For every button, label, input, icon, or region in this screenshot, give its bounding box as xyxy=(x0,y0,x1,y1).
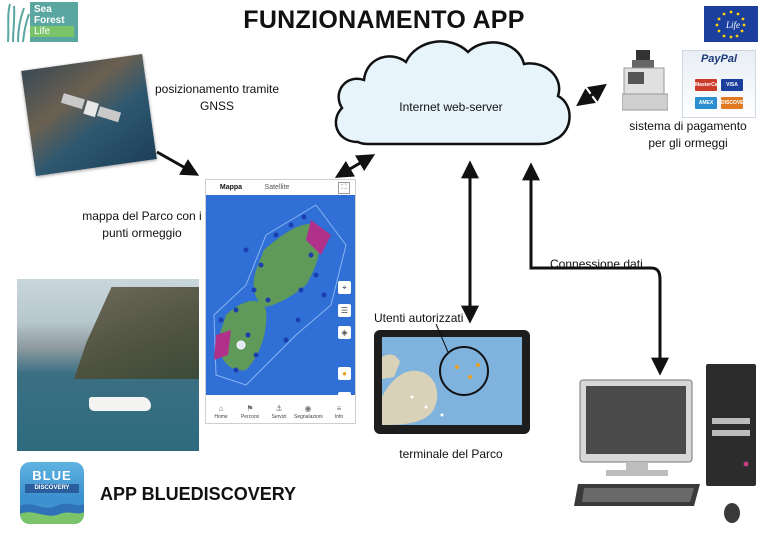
grass-icon xyxy=(4,2,30,42)
route-icon: ⚑ xyxy=(236,404,264,414)
nav-segnalazioni-label: Segnalazioni xyxy=(294,414,323,420)
locate-icon[interactable]: ⌖ xyxy=(338,281,351,294)
paypal-logo: PayPal xyxy=(683,53,755,65)
list-icon[interactable]: ☰ xyxy=(338,304,351,317)
bottom-nav: ⌂Home ⚑Percorsi ⚓Servizi ◉Segnalazioni ≡… xyxy=(206,395,355,423)
home-icon: ⌂ xyxy=(207,404,235,414)
map-sea: ⌖ ☰ ◈ ● + xyxy=(206,195,355,395)
nav-servizi[interactable]: ⚓Servizi xyxy=(265,404,293,420)
eu-life-logo: Life xyxy=(704,6,758,42)
gnss-label: posizionamento tramite GNSS xyxy=(150,81,284,115)
utenti-label: Utenti autorizzati xyxy=(374,310,494,327)
nav-percorsi-label: Percorsi xyxy=(241,414,259,420)
mastercard-icon: MasterCard xyxy=(695,79,717,91)
menu-icon: ≡ xyxy=(325,404,353,414)
camera-icon: ◉ xyxy=(294,404,322,414)
cloud-icon xyxy=(328,32,576,150)
visa-icon: VISA xyxy=(721,79,743,91)
logo-line3: Life xyxy=(30,26,74,37)
cliff-shape xyxy=(74,287,199,379)
park-map xyxy=(206,195,355,395)
connessione-label: Connessione dati xyxy=(550,256,670,273)
paypal-badge: PayPal MasterCard VISA AMEX DISCOVER xyxy=(682,50,756,118)
nav-info[interactable]: ≡Info xyxy=(325,404,353,420)
bluediscovery-app-icon: BLUE DISCOVERY xyxy=(20,462,84,524)
cash-register-icon xyxy=(622,50,668,112)
lake-boat-photo xyxy=(17,279,199,451)
map-description-label: mappa del Parco con i punti ormeggio xyxy=(78,208,206,242)
layers-icon[interactable]: ◈ xyxy=(338,326,351,339)
logo-line2: Forest xyxy=(34,15,74,26)
desktop-computer-icon xyxy=(574,360,764,530)
satellite-icon xyxy=(21,54,157,176)
page-title: FUNZIONAMENTO APP xyxy=(0,6,768,35)
fullscreen-icon[interactable]: ⛶ xyxy=(338,182,350,194)
arrow-gnss-phone xyxy=(157,152,196,174)
tab-satellite[interactable]: Satellite xyxy=(254,182,300,193)
sea-forest-life-logo: Sea Forest Life xyxy=(4,2,80,42)
nav-percorsi[interactable]: ⚑Percorsi xyxy=(236,404,264,420)
app-name-label: APP BLUEDISCOVERY xyxy=(100,484,296,505)
park-terminal-tablet xyxy=(374,330,530,434)
tab-mappa[interactable]: Mappa xyxy=(210,182,252,193)
nav-servizi-label: Servizi xyxy=(271,414,286,420)
payment-label: sistema di pagamento per gli ormeggi xyxy=(614,118,762,152)
logo-line1: Sea xyxy=(34,4,74,15)
discover-icon: DISCOVER xyxy=(721,97,743,109)
phone-map-screen: Mappa Satellite ⛶ ⌖ ☰ ◈ ● + ⌂Home xyxy=(205,179,356,424)
boat-icon xyxy=(89,397,151,411)
services-icon: ⚓ xyxy=(265,404,293,414)
nav-info-label: Info xyxy=(335,414,343,420)
nav-home-label: Home xyxy=(214,414,227,420)
pegman-icon[interactable]: ● xyxy=(338,367,351,380)
map-tabs: Mappa Satellite ⛶ xyxy=(206,180,355,195)
amex-icon: AMEX xyxy=(695,97,717,109)
cloud-label: Internet web-server xyxy=(330,100,572,114)
eu-stars-icon: Life xyxy=(704,6,758,42)
tablet-map-screen xyxy=(382,337,522,425)
satellite-photo xyxy=(21,54,157,176)
nav-home[interactable]: ⌂Home xyxy=(207,404,235,420)
arrow-cloud-payment xyxy=(579,86,604,104)
terminale-label: terminale del Parco xyxy=(380,446,522,463)
arrow-phone-cloud xyxy=(338,156,372,176)
eu-life-text: Life xyxy=(725,20,740,30)
wave-icon xyxy=(20,462,84,524)
nav-segnalazioni[interactable]: ◉Segnalazioni xyxy=(294,404,322,420)
